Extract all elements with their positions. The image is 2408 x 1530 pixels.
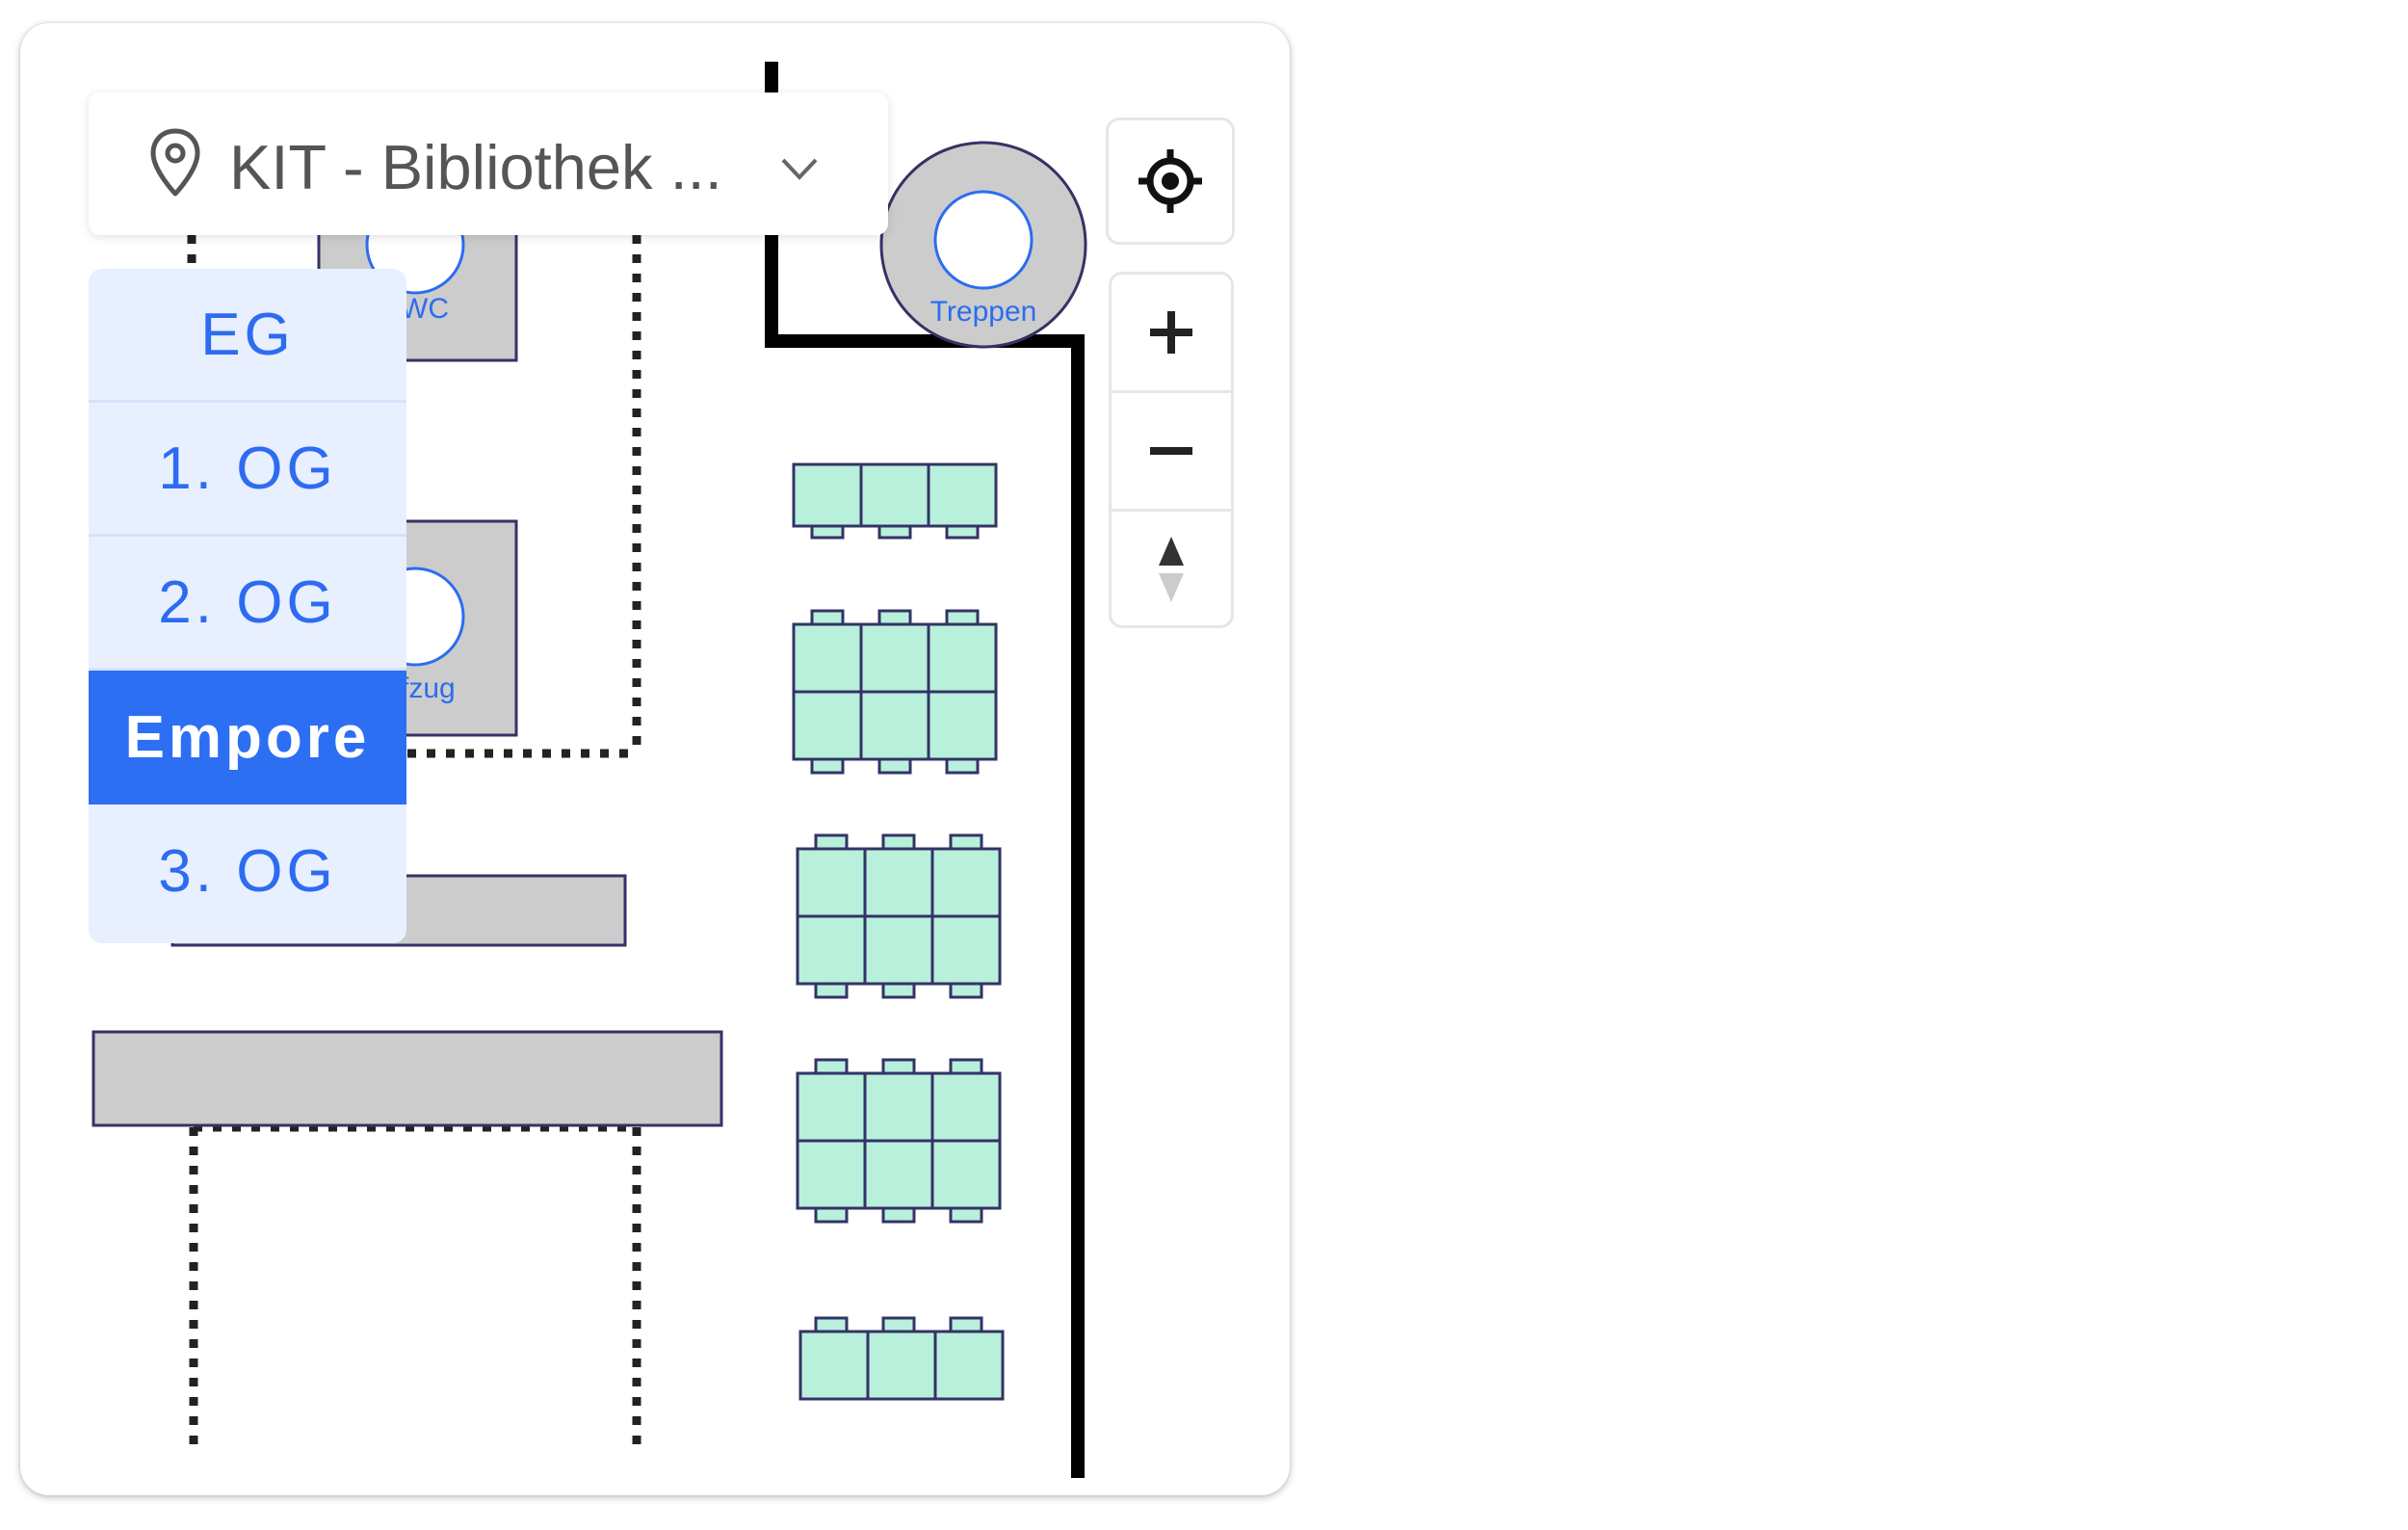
plus-icon <box>1150 311 1192 354</box>
floor-item-1-og[interactable]: 1. OG <box>89 403 406 537</box>
stairs-label: Treppen <box>930 296 1037 328</box>
desk <box>933 1330 1005 1401</box>
chevron-down-icon <box>781 158 818 180</box>
wc-label: WC <box>401 293 449 325</box>
desk <box>859 690 930 761</box>
room-strip-2 <box>92 1030 723 1127</box>
floor-item-empore[interactable]: Empore <box>89 671 406 805</box>
floor-selector: EG 1. OG 2. OG Empore 3. OG <box>89 269 406 943</box>
minus-icon <box>1150 447 1192 455</box>
control-divider <box>1112 509 1231 512</box>
desk-group-2 <box>792 609 998 775</box>
desk <box>930 1139 1002 1210</box>
desk-group-5 <box>798 1316 1005 1401</box>
compass-button[interactable] <box>1112 512 1231 627</box>
desk <box>930 847 1002 918</box>
zoom-control <box>1109 272 1234 628</box>
desk <box>796 1071 867 1143</box>
desk <box>796 1139 867 1210</box>
desk <box>792 462 863 528</box>
desk <box>863 1071 934 1143</box>
locate-control <box>1106 118 1235 245</box>
locate-button[interactable] <box>1111 123 1230 239</box>
desk-group-3 <box>796 833 1002 999</box>
zoom-in-button[interactable] <box>1112 275 1231 390</box>
desk <box>863 1139 934 1210</box>
control-divider <box>1112 390 1231 393</box>
compass-north-icon <box>1159 537 1184 602</box>
desk <box>863 847 934 918</box>
floor-item-3-og[interactable]: 3. OG <box>158 838 337 905</box>
desk <box>930 1071 1002 1143</box>
desk <box>927 622 998 694</box>
desk <box>859 462 930 528</box>
desk <box>859 622 930 694</box>
location-selector[interactable]: KIT - Bibliothek ... <box>89 92 888 235</box>
desk <box>798 1330 870 1401</box>
map-card: WC Aufzug Treppen <box>20 23 1290 1495</box>
desk <box>792 690 863 761</box>
stairs[interactable]: Treppen <box>879 141 1087 349</box>
map-pin-icon <box>150 128 200 197</box>
desk <box>796 914 867 986</box>
location-label: KIT - Bibliothek ... <box>229 132 722 202</box>
zoom-out-button[interactable] <box>1112 393 1231 509</box>
floor-item-eg[interactable]: EG <box>89 269 406 403</box>
desk <box>792 622 863 694</box>
desk <box>927 690 998 761</box>
desk <box>863 914 934 986</box>
desk-group-4 <box>796 1058 1002 1224</box>
dotted-walls <box>187 216 641 1449</box>
desk <box>866 1330 937 1401</box>
desk <box>796 847 867 918</box>
desk <box>930 914 1002 986</box>
floor-item-2-og[interactable]: 2. OG <box>89 537 406 671</box>
locate-crosshair-icon <box>1139 149 1202 213</box>
desk <box>927 462 998 528</box>
desk-group-1 <box>792 462 998 540</box>
